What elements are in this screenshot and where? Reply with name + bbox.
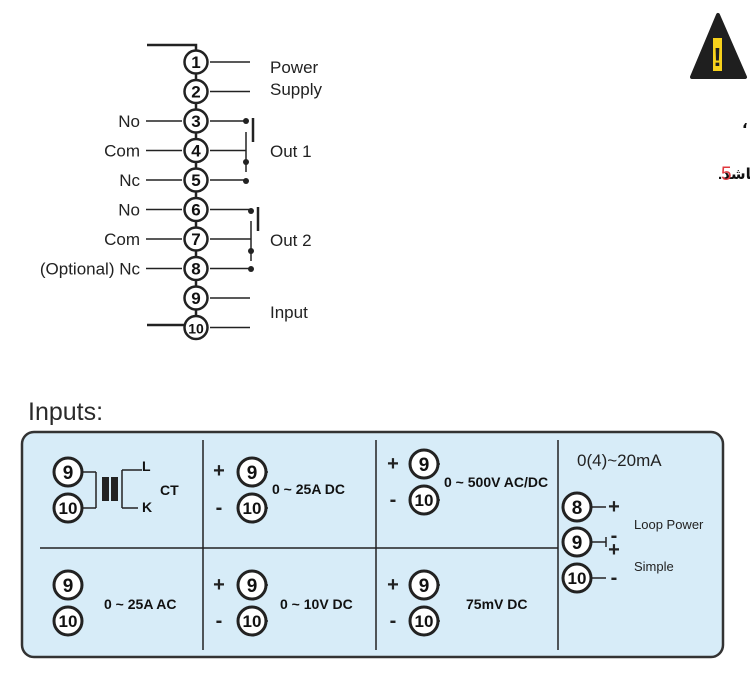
ct-l-label: L [142,458,151,474]
mv75-input-block: 9 10 + - 75mV DC [387,569,527,637]
mv75-terminal-10: 10 [415,612,434,631]
ma-title: 0(4)~20mA [577,451,662,470]
input-label: Input [270,303,308,322]
warning-line-2: آمپر اهمی با ولتاژ 250V AC می باشد. [718,165,750,184]
dc-25a-input-block: 9 10 + - 0 ~ 25A DC [213,456,345,524]
dc25a-minus: - [216,497,223,519]
mv75-label: 75mV DC [466,596,527,612]
ma-minus-1: - [611,525,618,547]
ct-k-label: K [142,499,152,515]
terminal-number: 9 [191,289,200,308]
relay-2-contact [248,207,260,272]
dc10v-minus: - [216,610,223,632]
ct-terminal-10: 10 [59,499,78,518]
terminal-5: Nc 5 [119,167,246,193]
dc-10v-input-block: 9 10 + - 0 ~ 10V DC [213,569,353,637]
terminal-4: Com 4 [104,137,246,164]
v500-minus: - [390,489,397,511]
warning-triangle-icon: ! [690,13,747,79]
warning-amp-number: 5 [721,164,732,185]
terminal-1: 1 [183,49,250,75]
dc10v-plus: + [213,574,225,596]
ma-terminal-9: 9 [572,533,583,554]
inputs-title: Inputs: [28,398,103,426]
terminal-number: 3 [191,112,200,131]
ct-label: CT [160,482,179,498]
ac-25a-input-block: 9 10 0 ~ 25A AC [52,569,177,637]
terminal-number: 7 [191,230,200,249]
ma-terminal-8: 8 [572,498,583,519]
warning-symbol: ! [713,42,722,72]
terminal-7: Com 7 [104,226,251,252]
v500-input-block: 9 10 + - 0 ~ 500V AC/DC [387,448,548,516]
dc25a-terminal-10: 10 [243,499,262,518]
mv75-minus: - [390,610,397,632]
out1-label: Out 1 [270,142,312,161]
v500-terminal-9: 9 [419,455,430,476]
v500-label: 0 ~ 500V AC/DC [444,474,548,490]
terminal-number: 4 [191,142,201,161]
ct-terminal-9: 9 [63,463,74,484]
relay-1-contact [243,118,255,184]
terminal-number: 10 [188,321,204,337]
out2-label: Out 2 [270,231,312,250]
dc25a-label: 0 ~ 25A DC [272,481,345,497]
ma-terminal-10: 10 [568,569,587,588]
terminal-label: No [118,112,140,131]
terminal-number: 6 [191,201,200,220]
dc10v-terminal-9: 9 [247,576,258,597]
terminal-label: Com [104,142,140,161]
terminal-label: No [118,201,140,220]
terminal-number: 8 [191,260,200,279]
dc10v-label: 0 ~ 10V DC [280,596,353,612]
ma-plus-2: + [608,539,620,561]
power-label: Power [270,58,319,77]
ma-plus-1: + [608,496,620,518]
ct-input-block: 9 10 L K CT [52,456,179,524]
simple-label: Simple [634,559,674,574]
terminal-number: 2 [191,83,200,102]
dc25a-plus: + [213,460,225,482]
supply-label: Supply [270,80,322,99]
warning-line-1: حداکثر جریان خروجی رله های دستگاه ، [742,114,750,132]
terminal-6: No 6 [118,196,251,223]
ac25a-label: 0 ~ 25A AC [104,596,177,612]
ac25a-terminal-9: 9 [63,576,74,597]
terminal-2: 2 [183,78,250,105]
ma-input-block: 0(4)~20mA 8 9 10 + - + - Loop Power Simp… [561,451,704,594]
terminal-3: No 3 [118,108,246,134]
v500-plus: + [387,453,399,475]
terminal-10: 10 [183,314,250,341]
terminal-9: 9 [183,285,250,311]
terminal-label: (Optional) Nc [40,260,141,279]
dc10v-terminal-10: 10 [243,612,262,631]
terminal-number: 1 [191,53,200,72]
terminal-label: Nc [119,171,140,190]
terminal-label: Com [104,230,140,249]
mv75-plus: + [387,574,399,596]
ac25a-terminal-10: 10 [59,612,78,631]
terminal-8: (Optional) Nc 8 [40,255,251,282]
mv75-terminal-9: 9 [419,576,430,597]
v500-terminal-10: 10 [415,491,434,510]
dc25a-terminal-9: 9 [247,463,258,484]
terminal-number: 5 [191,171,200,190]
ma-minus-2: - [611,567,618,589]
inputs-panel [20,430,725,659]
loop-power-label: Loop Power [634,517,704,532]
